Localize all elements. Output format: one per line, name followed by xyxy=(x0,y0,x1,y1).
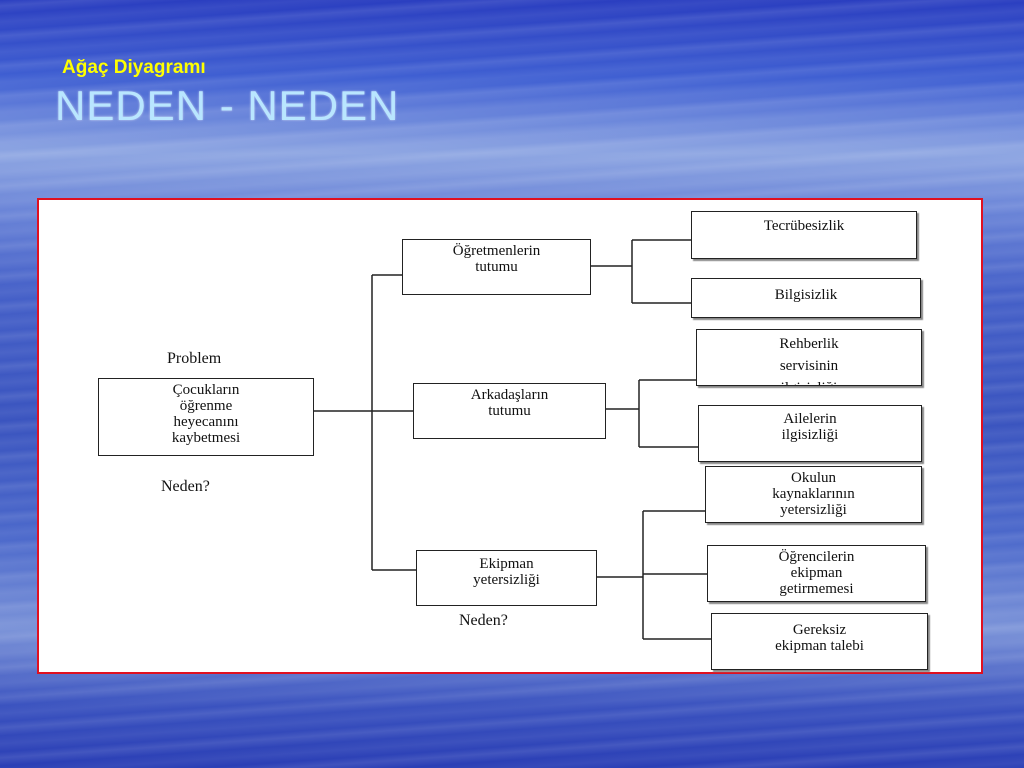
slide-subtitle: Ağaç Diyagramı xyxy=(62,57,206,78)
subcause-box-rehberlik: Rehberlik servisinin ilgisizliği xyxy=(696,329,922,386)
tree-diagram-frame: Problem Çocukların öğrenme heyecanını ka… xyxy=(37,198,983,674)
neden-label-root: Neden? xyxy=(161,478,210,495)
problem-label: Problem xyxy=(167,350,222,367)
root-problem-box: Çocukların öğrenme heyecanını kaybetmesi xyxy=(98,378,314,456)
subcause-box-bilgisizlik: Bilgisizlik xyxy=(691,278,921,318)
slide-title: NEDEN - NEDEN xyxy=(55,82,400,129)
subcause-box-okulun-kaynaklari: Okulun kaynaklarının yetersizliği xyxy=(705,466,922,523)
subcause-box-tecrubesizlik: Tecrübesizlik xyxy=(691,211,917,259)
subcause-box-gereksiz-ekipman: Gereksiz ekipman talebi xyxy=(711,613,928,670)
neden-label-ekipman: Neden? xyxy=(459,612,508,629)
cause-box-ogretmenler: Öğretmenlerin tutumu xyxy=(402,239,591,295)
cause-box-ekipman: Ekipman yetersizliği xyxy=(416,550,597,606)
subcause-box-ogrencilerin-ekipman: Öğrencilerin ekipman getirmemesi xyxy=(707,545,926,602)
connector-lines xyxy=(314,239,711,640)
cause-box-arkadaslar: Arkadaşların tutumu xyxy=(413,383,606,439)
subcause-box-aileler: Ailelerin ilgisizliği xyxy=(698,405,922,462)
